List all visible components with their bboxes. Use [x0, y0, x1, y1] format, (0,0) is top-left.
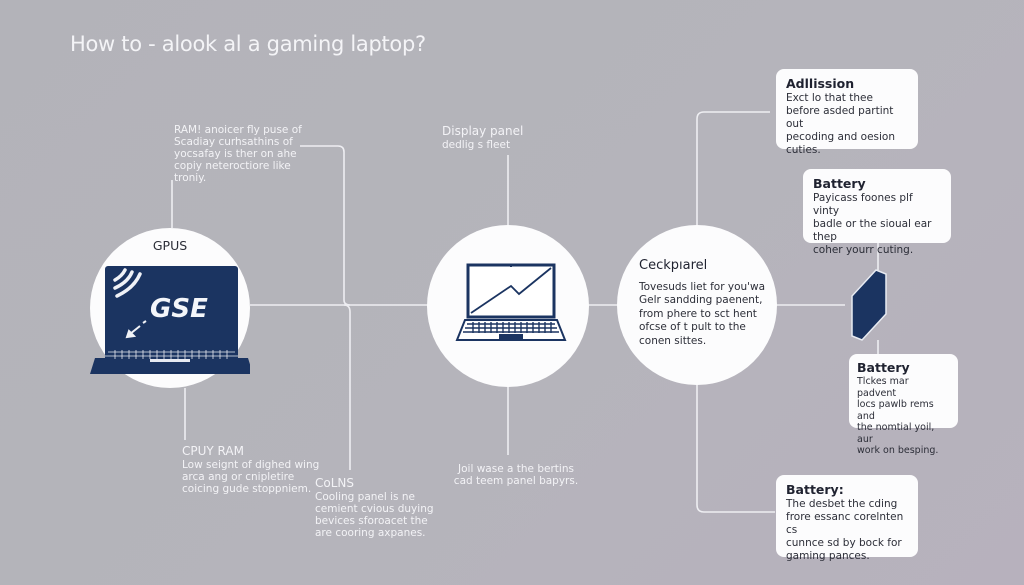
- battery-card-3[interactable]: Battery: The desbet the cding frore essa…: [776, 475, 918, 562]
- connector-ram-junction: [300, 145, 351, 306]
- cooling-line: bevices sforoacet the: [315, 515, 428, 527]
- checkpanel-line: from phere to sct hent: [639, 307, 757, 320]
- battery-card-2[interactable]: Battery Tlckes mar padvent locs pawlb re…: [849, 354, 958, 456]
- card-line: locs pawlb rems and: [857, 399, 934, 422]
- display-bottom-note: Joil wase a the bertins cad teem panel b…: [446, 463, 586, 487]
- ram-note-line: troniy.: [174, 172, 207, 184]
- card-line: before asded partint out: [786, 105, 894, 130]
- card-line: gaming pances.: [786, 550, 870, 562]
- page-title: How to - alook al a gaming laptop?: [70, 32, 426, 56]
- card-line: coher yourr cuting.: [813, 244, 914, 256]
- admission-heading: Adllission: [786, 76, 855, 91]
- card-line: badle or the sioual ear thep: [813, 218, 932, 243]
- checkpanel-text: Ceckpıarel Tovesuds liet for you'wa Gelr…: [639, 259, 771, 348]
- cooling-line: are cooring axpanes.: [315, 527, 426, 539]
- display-line: dedlig s fleet: [442, 139, 511, 151]
- card-line: the nomtial yoil, aur: [857, 422, 935, 445]
- ram-note-line: copiy neteroctiore like: [174, 160, 291, 172]
- gpu-screen-text: GSE: [150, 294, 208, 324]
- display-bottom-line: Joil wase a the bertins: [458, 463, 574, 475]
- checkpanel-node[interactable]: Ceckpıarel Tovesuds liet for you'wa Gelr…: [617, 225, 777, 385]
- card-line: pecoding and oesion: [786, 131, 896, 143]
- display-note: Display panel dedlig s fleet: [442, 124, 562, 151]
- gpu-node-label: GPUS: [152, 238, 188, 253]
- cpu-ram-note: CPUY RAM Low seignt of dighed wing arca …: [182, 444, 332, 495]
- battery-card-1-heading: Battery: [813, 176, 866, 191]
- display-bottom-line: cad teem panel bapyrs.: [453, 475, 579, 487]
- checkpanel-line: conen sittes.: [639, 334, 707, 347]
- ram-note-line: yocsafay is ther on ahe: [174, 148, 297, 160]
- card-line: cuties.: [786, 144, 821, 156]
- cpu-ram-line: Low seignt of dighed wing: [182, 459, 320, 471]
- display-heading: Display panel: [442, 124, 524, 138]
- display-node[interactable]: [427, 225, 589, 387]
- checkpanel-heading: Ceckpıarel: [639, 258, 708, 273]
- cooling-note: CoLNS Cooling panel is ne cemient cvious…: [315, 476, 435, 539]
- cooling-line: cemient cvious duying: [315, 503, 434, 515]
- card-line: frore essanc corelnten cs: [786, 511, 904, 536]
- card-line: cunnce sd by bock for: [786, 537, 902, 549]
- ram-note-line: RAM! anoicer fly puse of: [174, 124, 302, 136]
- card-line: Payicass foones plf vinty: [813, 192, 913, 217]
- battery-card-1[interactable]: Battery Payicass foones plf vinty badle …: [803, 169, 951, 256]
- cooling-line: Cooling panel is ne: [315, 491, 415, 503]
- checkpanel-line: Gelr sandding paenent,: [639, 294, 763, 306]
- cooling-heading: CoLNS: [315, 476, 354, 490]
- cpu-ram-heading: CPUY RAM: [182, 444, 244, 458]
- laptop-chart-icon: [455, 263, 567, 341]
- admission-card[interactable]: Adllission Exct lo that thee before asde…: [776, 69, 918, 156]
- card-line: Exct lo that thee: [786, 92, 873, 104]
- laptop-icon: [90, 266, 250, 374]
- checkpanel-line: ofcse of t pult to the: [639, 321, 746, 333]
- card-line: work on besping.: [857, 445, 939, 456]
- connector-junction-cooling: [343, 304, 351, 470]
- battery-card-3-heading: Battery:: [786, 482, 844, 497]
- card-line: The desbet the cding: [786, 498, 898, 510]
- cpu-ram-line: arca ang or cnipletire: [182, 471, 295, 483]
- checkpanel-line: Tovesuds liet for you'wa: [639, 280, 766, 293]
- cpu-ram-line: coicing gude stoppniem.: [182, 483, 312, 495]
- card-line: Tlckes mar padvent: [857, 376, 909, 399]
- battery-card-2-heading: Battery: [857, 360, 910, 375]
- ram-note: RAM! anoicer fly puse of Scadiay curhsat…: [174, 124, 304, 184]
- ram-note-line: Scadiay curhsathins of: [174, 136, 293, 148]
- gpu-node[interactable]: GPUS GSE: [90, 228, 250, 388]
- battery-hexagon-icon: [851, 269, 887, 341]
